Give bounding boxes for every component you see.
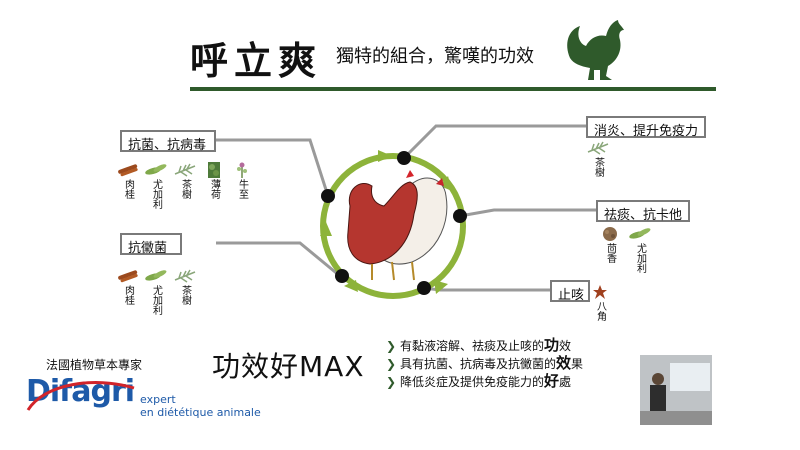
benefit-bullet: ❯降低炎症及提供免疫能力的好處	[386, 372, 572, 390]
herb-label: 尤加利	[150, 179, 162, 209]
cycle-arrow-bottom-left	[344, 280, 358, 292]
herb-tea-tree: 茶樹	[578, 140, 618, 180]
herb-label: 茶樹	[179, 179, 191, 199]
rooster-icon	[567, 20, 624, 80]
herb-cinnamon: 肉桂	[108, 268, 148, 308]
herb-label: 尤加利	[150, 285, 162, 315]
benefit-bullet: ❯具有抗菌、抗病毒及抗黴菌的效果	[386, 354, 584, 372]
herb-fennel: 茴香	[590, 226, 630, 266]
product-name: 功效好MAX	[212, 350, 365, 383]
herb-label: 薄荷	[208, 179, 220, 199]
herb-tea-tree: 茶樹	[165, 162, 205, 202]
eucalyptus-icon	[145, 164, 167, 175]
chevron-right-icon: ❯	[386, 357, 397, 371]
box-antibacterial: 抗菌、抗病毒	[120, 130, 216, 153]
herb-oregano: 牛至	[222, 162, 262, 202]
cycle-arrow-bottom	[434, 280, 448, 294]
node-dot	[321, 189, 335, 203]
herb-eucalyptus: 尤加利	[136, 162, 176, 212]
cycle-ring	[320, 153, 466, 299]
page-title: 呼立爽	[190, 38, 323, 83]
box-anti-inflammatory: 消炎、提升免疫力	[586, 116, 706, 139]
herb-label: 茴香	[604, 243, 616, 263]
box-expectorant: 祛痰、抗卡他	[596, 200, 690, 223]
oregano-icon	[237, 162, 247, 178]
node-dot	[397, 151, 411, 165]
connector-antitussive	[423, 286, 550, 292]
box-antitussive: 止咳	[550, 280, 590, 303]
cycle-arrow-left	[320, 222, 332, 236]
page-subtitle: 獨特的組合，驚嘆的功效	[336, 46, 534, 67]
benefit-bullet: ❯有黏液溶解、祛痰及止咳的功效	[386, 336, 572, 354]
chevron-right-icon: ❯	[386, 375, 397, 389]
tea-tree-icon	[587, 141, 609, 155]
chevron-right-icon: ❯	[386, 339, 397, 353]
brand-expert-text: expert en diététique animale	[140, 393, 261, 419]
node-dot	[335, 269, 349, 283]
cinnamon-icon	[118, 164, 138, 177]
mint-icon	[208, 162, 220, 178]
herb-star-anise: 八角	[580, 284, 620, 324]
fennel-icon	[603, 227, 617, 241]
herb-label: 茶樹	[179, 285, 191, 305]
herb-label: 牛至	[236, 179, 248, 199]
herb-cinnamon: 肉桂	[108, 162, 148, 202]
herb-tea-tree: 茶樹	[165, 268, 205, 308]
eucalyptus-icon	[145, 270, 167, 281]
node-dot	[417, 281, 431, 295]
herb-label: 肉桂	[122, 179, 134, 199]
herb-eucalyptus: 尤加利	[620, 226, 660, 276]
herb-label: 茶樹	[592, 157, 604, 177]
tea-tree-icon	[174, 163, 196, 177]
connector-antibacterial	[216, 138, 330, 197]
connector-anti-inflammatory	[402, 124, 586, 160]
connector-expectorant	[459, 208, 596, 218]
hens-illustration	[347, 170, 448, 281]
herb-eucalyptus: 尤加利	[136, 268, 176, 318]
star-anise-icon	[593, 285, 607, 299]
cycle-arrow-top	[378, 150, 392, 162]
eucalyptus-icon	[629, 228, 651, 239]
logo-swoosh-icon	[26, 381, 135, 411]
herb-label: 尤加利	[634, 243, 646, 273]
herb-label: 八角	[594, 301, 606, 321]
node-dot	[453, 209, 467, 223]
connector-antifungal	[216, 241, 341, 278]
tea-tree-icon	[174, 269, 196, 283]
presentation-photo	[640, 355, 712, 425]
box-antifungal: 抗黴菌	[120, 233, 182, 256]
herb-mint: 薄荷	[194, 162, 234, 202]
herb-label: 肉桂	[122, 285, 134, 305]
cinnamon-icon	[118, 270, 138, 283]
brand-tagline: 法國植物草本專家	[46, 358, 143, 372]
title-underline	[190, 87, 716, 91]
brand-logo: Difagri	[26, 374, 135, 409]
